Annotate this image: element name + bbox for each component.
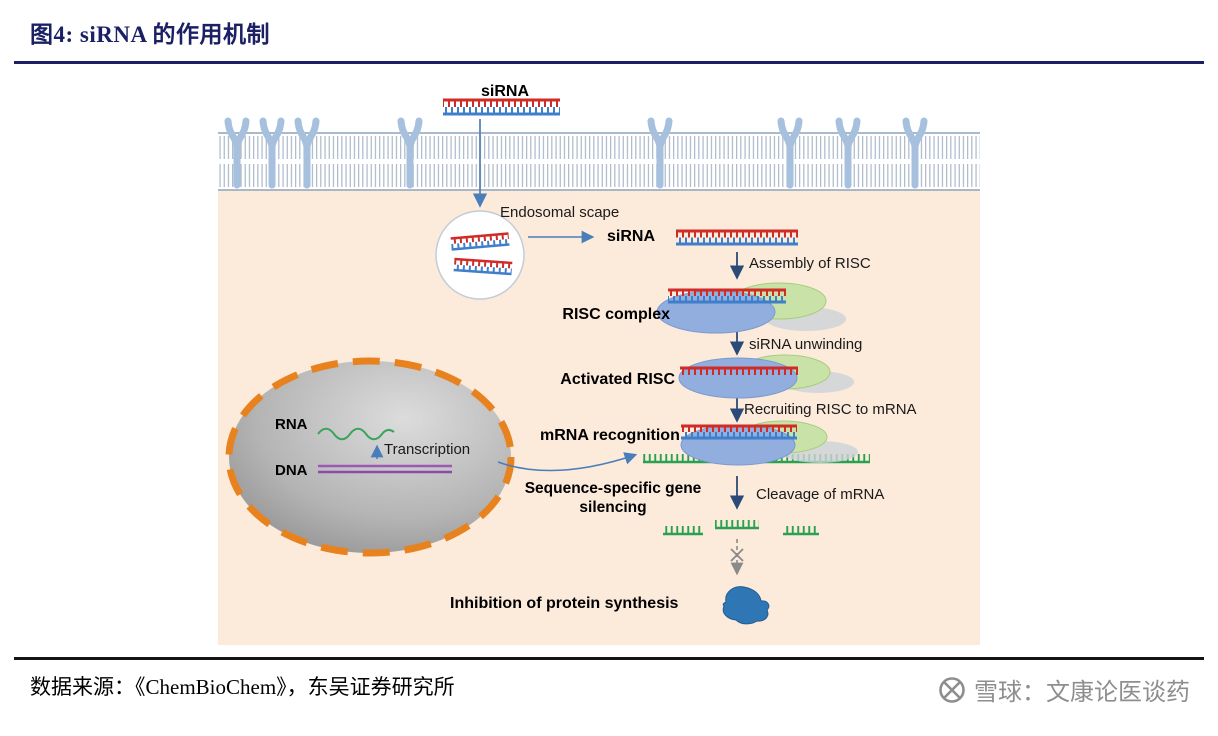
blocked-arrow xyxy=(730,539,744,576)
recruiting-risc-label: Recruiting RISC to mRNA xyxy=(744,401,917,418)
diagram-canvas xyxy=(218,98,980,645)
sirna-cytoplasm-label: siRNA xyxy=(607,228,656,245)
risc-complex-shape xyxy=(656,282,846,334)
activated-risc-label: Activated RISC xyxy=(560,371,675,388)
figure-title: 图4: siRNA 的作用机制 xyxy=(30,22,271,47)
inhibition-label: Inhibition of protein synthesis xyxy=(450,595,679,612)
mrna-recognition-complex xyxy=(680,420,858,466)
risc-complex-label: RISC complex xyxy=(562,306,670,323)
sirna-unwinding-label: siRNA unwinding xyxy=(749,336,863,353)
data-source-text: 数据来源：《ChemBioChem》，东吴证券研究所 xyxy=(30,675,455,699)
xueqiu-logo-icon xyxy=(939,676,965,703)
nucleus xyxy=(225,357,515,557)
endosome xyxy=(435,210,525,300)
sirna-top-label: siRNA xyxy=(480,83,529,100)
rna-label: RNA xyxy=(275,416,308,433)
cell-membrane xyxy=(218,132,980,191)
rna-squiggle xyxy=(317,427,395,441)
watermark-text: 雪球：文康论医谈药 xyxy=(974,678,1190,706)
dna-strands xyxy=(318,464,452,474)
sirna-duplex-top xyxy=(443,98,560,116)
mrna-recognition-label: mRNA recognition xyxy=(540,427,680,444)
assembly-of-risc-label: Assembly of RISC xyxy=(749,255,871,272)
endosomal-escape-label: Endosomal scape xyxy=(500,204,620,221)
title-divider xyxy=(14,61,1204,64)
activated-risc-shape xyxy=(678,354,854,399)
dna-label: DNA xyxy=(275,462,308,479)
transcription-label: Transcription xyxy=(384,441,471,458)
protein-blob xyxy=(722,586,770,625)
footer-divider xyxy=(14,657,1204,660)
sirna-mechanism-diagram: siRNA Endosomal scape siRNA Assembly of … xyxy=(218,83,980,645)
nucleus-export-arrow xyxy=(497,452,638,472)
mrna-fragment-icons xyxy=(663,520,819,536)
gene-silencing-label: Sequence-specific gene silencing xyxy=(524,480,702,516)
sirna-duplex-cytoplasm xyxy=(676,229,798,246)
watermark: 雪球：文康论医谈药 xyxy=(937,672,1190,707)
cleavage-of-mrna-label: Cleavage of mRNA xyxy=(756,486,885,503)
